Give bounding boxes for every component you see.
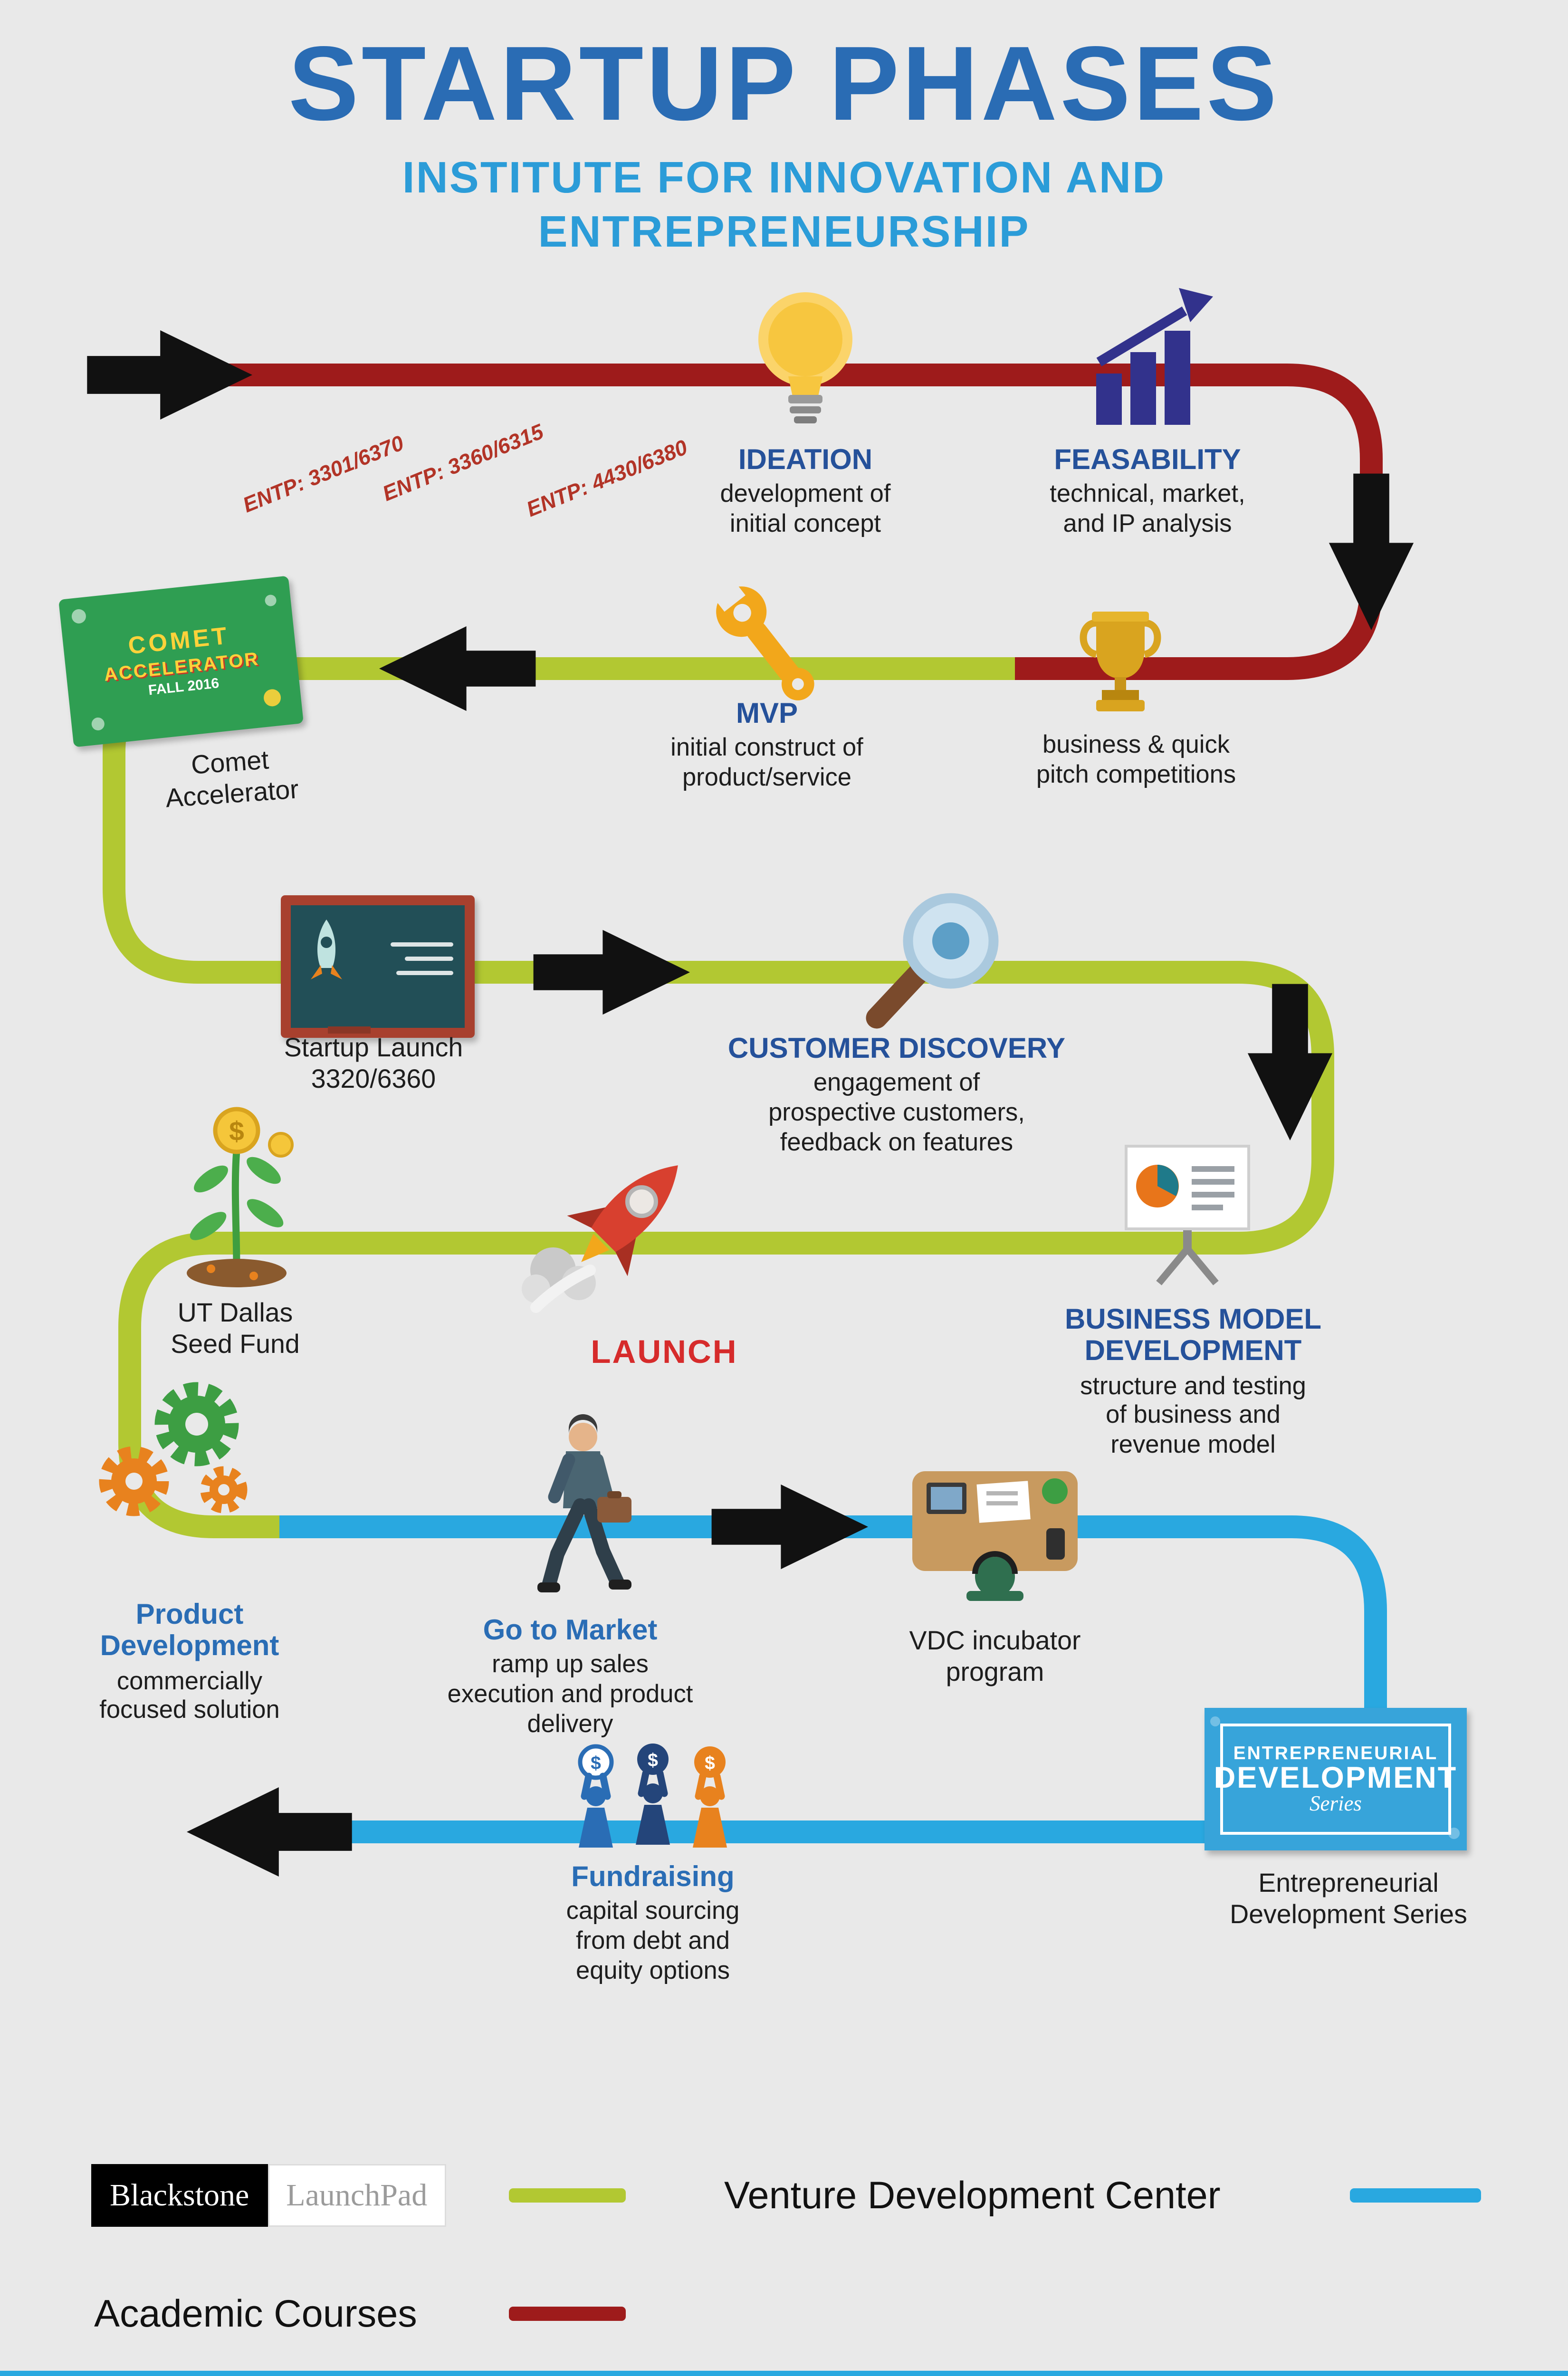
business-model-desc: structure and testing of business and re… bbox=[1080, 1371, 1306, 1459]
wrench-icon bbox=[710, 577, 814, 700]
chalk-line bbox=[396, 971, 453, 975]
comet-poster-date: FALL 2016 bbox=[147, 676, 220, 699]
phase-eds: Entrepreneurial Development Series bbox=[1170, 1865, 1527, 1930]
phase-seed-fund: UT Dallas Seed Fund bbox=[57, 1294, 413, 1360]
vdc-legend-label: Venture Development Center bbox=[724, 2174, 1221, 2217]
moneybag-dollar: $ bbox=[648, 1750, 658, 1771]
blackstone-logo-text: Blackstone bbox=[91, 2164, 268, 2227]
fundraising-title: Fundraising bbox=[571, 1862, 735, 1893]
product-development-desc: commercially focused solution bbox=[99, 1666, 280, 1725]
phase-ideation: IDEATION development of initial concept bbox=[627, 445, 984, 538]
poster-doodle bbox=[91, 717, 105, 731]
fundraising-desc: capital sourcing from debt and equity op… bbox=[566, 1897, 740, 1984]
customer-discovery-desc: engagement of prospective customers, fee… bbox=[768, 1068, 1025, 1156]
businessman-icon bbox=[537, 1414, 631, 1592]
rocket-icon bbox=[522, 1165, 678, 1313]
phase-feasibility: FEASABILITY technical, market, and IP an… bbox=[969, 445, 1326, 538]
chalk-line bbox=[391, 942, 453, 947]
go-to-market-desc: ramp up sales execution and product deli… bbox=[447, 1650, 693, 1738]
chalk-rocket-icon bbox=[311, 920, 342, 979]
product-development-title: Product Development bbox=[100, 1600, 279, 1663]
left-arrow-icon-2 bbox=[187, 1787, 352, 1877]
eds-poster-line3: Series bbox=[1309, 1792, 1362, 1816]
moneybag-dollar: $ bbox=[591, 1753, 601, 1773]
launchpad-path bbox=[103, 657, 1334, 1538]
eds-poster: ENTREPRENEURIAL DEVELOPMENT Series bbox=[1205, 1708, 1467, 1850]
coin-dollar: $ bbox=[229, 1116, 244, 1147]
startup-launch-desc: Startup Launch 3320/6360 bbox=[284, 1032, 463, 1093]
vdc-desc: VDC incubator program bbox=[909, 1625, 1081, 1686]
mvp-desc: initial construct of product/service bbox=[670, 733, 863, 792]
eds-poster-line2: DEVELOPMENT bbox=[1214, 1761, 1458, 1794]
eds-desc: Entrepreneurial Development Series bbox=[1230, 1868, 1467, 1929]
go-to-market-title: Go to Market bbox=[483, 1615, 658, 1647]
presentation-board-icon bbox=[1125, 1145, 1250, 1285]
phase-go-to-market: Go to Market ramp up sales execution and… bbox=[392, 1615, 748, 1738]
page-title: STARTUP PHASES bbox=[288, 24, 1280, 143]
phase-fundraising: Fundraising capital sourcing from debt a… bbox=[475, 1862, 831, 1985]
header: STARTUP PHASES INSTITUTE FOR INNOVATION … bbox=[0, 31, 1568, 259]
seed-fund-desc: UT Dallas Seed Fund bbox=[171, 1297, 300, 1359]
phase-pitch-competitions: business & quick pitch competitions bbox=[958, 727, 1314, 789]
phase-product-development: Product Development commercially focused… bbox=[11, 1600, 368, 1725]
feasibility-title: FEASABILITY bbox=[1054, 445, 1241, 476]
left-arrow-icon-1 bbox=[379, 626, 536, 711]
phase-vdc-incubator: VDC incubator program bbox=[817, 1622, 1173, 1687]
eds-poster-frame: ENTREPRENEURIAL DEVELOPMENT Series bbox=[1214, 1724, 1456, 1835]
vdc-legend-line bbox=[1350, 2188, 1481, 2203]
launch-label: LAUNCH bbox=[591, 1333, 738, 1370]
incubator-desk-icon bbox=[912, 1471, 1078, 1601]
down-arrow-icon-2 bbox=[1247, 984, 1333, 1141]
magnifier-icon bbox=[866, 893, 999, 1029]
academic-legend-label: Academic Courses bbox=[94, 2292, 417, 2335]
fundraising-people-icon: $ $ $ bbox=[578, 1744, 727, 1848]
growth-chart-icon bbox=[1096, 288, 1213, 425]
trophy-icon bbox=[1080, 612, 1161, 711]
gears-icon bbox=[99, 1382, 248, 1516]
right-arrow-icon-2 bbox=[711, 1484, 868, 1570]
page-subtitle: INSTITUTE FOR INNOVATION AND ENTREPRENEU… bbox=[402, 153, 1166, 257]
launchpad-legend-line bbox=[509, 2188, 626, 2203]
eds-poster-line1: ENTREPRENEURIAL bbox=[1233, 1741, 1438, 1763]
poster-doodle bbox=[1210, 1716, 1220, 1726]
feasibility-desc: technical, market, and IP analysis bbox=[1050, 479, 1245, 538]
launchpad-logo-text: LaunchPad bbox=[268, 2164, 446, 2227]
seed-plant-icon: $ bbox=[187, 1107, 294, 1287]
customer-discovery-title: CUSTOMER DISCOVERY bbox=[727, 1034, 1066, 1065]
ideation-desc: development of initial concept bbox=[720, 479, 891, 538]
blackboard-icon bbox=[281, 895, 475, 1038]
poster-doodle bbox=[1448, 1828, 1460, 1839]
bottom-bar bbox=[0, 2371, 1568, 2376]
start-arrow-icon bbox=[87, 330, 252, 420]
phase-customer-discovery: CUSTOMER DISCOVERY engagement of prospec… bbox=[718, 1034, 1075, 1157]
down-arrow-icon-1 bbox=[1329, 473, 1414, 631]
academic-legend-line bbox=[509, 2307, 626, 2321]
mvp-title: MVP bbox=[736, 699, 798, 730]
pitch-desc: business & quick pitch competitions bbox=[1036, 730, 1236, 788]
phase-business-model: BUSINESS MODEL DEVELOPMENT structure and… bbox=[1015, 1304, 1371, 1459]
chalk-tray bbox=[328, 1026, 371, 1034]
blackstone-launchpad-logo: Blackstone LaunchPad bbox=[91, 2164, 446, 2227]
ideation-title: IDEATION bbox=[738, 445, 873, 476]
poster-doodle bbox=[263, 688, 282, 708]
right-arrow-icon-1 bbox=[533, 929, 690, 1015]
comet-accelerator-poster: COMET ACCELERATOR FALL 2016 bbox=[58, 575, 304, 747]
moneybag-dollar: $ bbox=[705, 1753, 715, 1773]
poster-doodle bbox=[264, 594, 277, 607]
phase-startup-launch: Startup Launch 3320/6360 bbox=[195, 1029, 552, 1094]
phase-mvp: MVP initial construct of product/service bbox=[589, 699, 945, 792]
business-model-title: BUSINESS MODEL DEVELOPMENT bbox=[1064, 1304, 1322, 1368]
poster-doodle bbox=[71, 608, 87, 624]
lightbulb-icon bbox=[758, 292, 852, 423]
chalk-line bbox=[405, 957, 453, 961]
